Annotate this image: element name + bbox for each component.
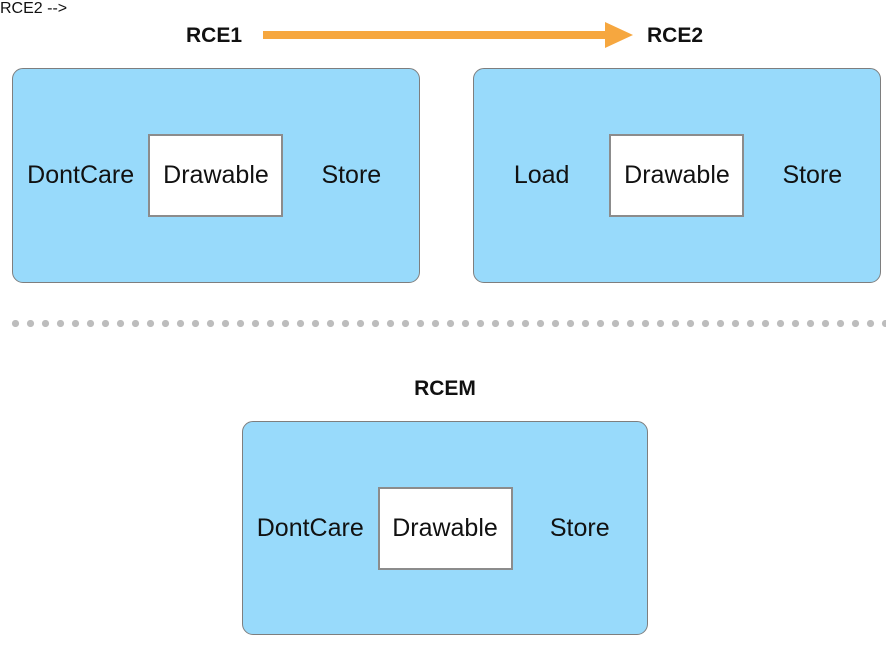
rce2-pass-box: Load Drawable Store	[473, 68, 881, 283]
rce2-drawable-label: Drawable	[624, 161, 730, 189]
rcem-drawable-label: Drawable	[392, 513, 498, 542]
rce1-store-action-label: Store	[321, 161, 382, 189]
rcem-drawable-attachment-box: Drawable	[377, 486, 513, 570]
rce2-label: RCE2	[647, 24, 704, 47]
rce1-label: RCE1	[186, 24, 243, 47]
rce1-drawable-attachment-box: Drawable	[148, 134, 284, 217]
rcem-pass-box: DontCare Drawable Store	[242, 421, 648, 635]
rcem-store-action-label: Store	[549, 513, 610, 542]
rce2-load-action-label: Load	[513, 161, 570, 189]
rcem-load-action-label: DontCare	[256, 513, 364, 542]
rce2-store-action-label: Store	[782, 161, 843, 189]
rce1-pass-box: DontCare Drawable Store	[12, 68, 420, 283]
rce1-load-action-label: DontCare	[27, 161, 135, 189]
rce1-drawable-label: Drawable	[163, 161, 269, 189]
dotted-divider	[8, 320, 886, 327]
rcem-label: RCEM	[414, 377, 476, 400]
arrow-head-icon	[605, 22, 633, 48]
rce2-drawable-attachment-box: Drawable	[609, 134, 745, 217]
arrow-right-icon	[263, 31, 605, 39]
